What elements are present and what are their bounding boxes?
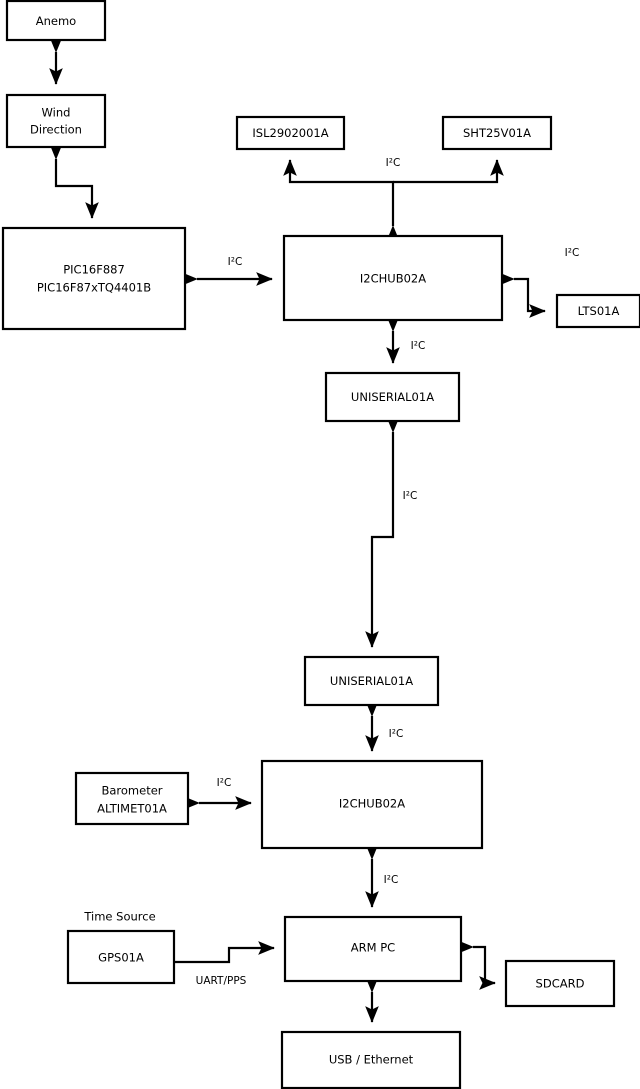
node-pic16f887[interactable]: PIC16F887 PIC16F87xTQ4401B	[1, 226, 187, 331]
node-box[interactable]	[260, 759, 484, 850]
node-label: SDCARD	[536, 977, 585, 991]
node-label: I2CHUB02A	[339, 797, 405, 811]
edge-label-i2c-barometer: I²C	[217, 777, 232, 789]
node-label-line1: Barometer	[101, 784, 162, 798]
edge-label-i2c-lts: I²C	[565, 247, 580, 259]
edge-label-i2c-hub-uniserial: I²C	[411, 340, 426, 352]
node-box[interactable]	[66, 929, 176, 985]
edge-path	[174, 941, 275, 964]
edge-path	[365, 416, 400, 648]
node-label-line2: PIC16F87xTQ4401B	[37, 281, 151, 295]
node-isl2902001a[interactable]: ISL2902001A	[235, 115, 346, 151]
edge-label-i2c-hub2-armpc: I²C	[384, 874, 399, 886]
node-sht25v01a[interactable]: SHT25V01A	[441, 115, 553, 151]
node-barometer-altimet01a[interactable]: Barometer ALTIMET01A	[74, 771, 190, 826]
node-box[interactable]	[282, 234, 504, 322]
node-label-line1: PIC16F887	[63, 263, 125, 277]
edge-armpc-sdcard	[457, 940, 496, 990]
node-label: GPS01A	[98, 951, 144, 965]
node-box[interactable]	[5, 0, 107, 42]
node-box[interactable]	[303, 655, 440, 707]
node-uniserial01a-top[interactable]: UNISERIAL01A	[324, 371, 461, 423]
node-box[interactable]	[280, 1030, 462, 1089]
node-anemo[interactable]: Anemo	[5, 0, 107, 42]
label-time-source: Time Source	[83, 910, 155, 924]
node-box[interactable]	[1, 226, 187, 331]
node-box[interactable]	[504, 959, 616, 1008]
node-sdcard[interactable]: SDCARD	[504, 959, 616, 1008]
edge-label-i2c-long-link: I²C	[403, 490, 418, 502]
node-usb-ethernet[interactable]: USB / Ethernet	[280, 1030, 462, 1089]
edge-wind-direction-pic	[49, 143, 99, 219]
node-label: UNISERIAL01A	[330, 674, 413, 688]
node-label: ISL2902001A	[252, 126, 328, 140]
edge-label-i2c-sensors: I²C	[386, 157, 401, 169]
node-box[interactable]	[324, 371, 461, 423]
node-box[interactable]	[283, 915, 463, 983]
node-box[interactable]	[235, 115, 346, 151]
edge-path	[49, 143, 99, 219]
node-lts01a[interactable]: LTS01A	[555, 293, 640, 329]
node-box[interactable]	[74, 771, 190, 826]
node-label: SHT25V01A	[463, 126, 531, 140]
edge-label-i2c-uniserial-hub2: I²C	[389, 728, 404, 740]
node-label: ARM PC	[351, 941, 395, 955]
node-box[interactable]	[5, 93, 107, 149]
node-gps01a[interactable]: GPS01A	[66, 929, 176, 985]
edge-label-uart-pps: UART/PPS	[196, 975, 247, 987]
node-i2chub02a-top[interactable]: I2CHUB02A	[282, 234, 504, 322]
edge-path-sht	[393, 159, 504, 184]
node-wind-direction[interactable]: Wind Direction	[5, 93, 107, 149]
edge-uniserial-top-uniserial-bottom	[365, 416, 400, 648]
node-label: I2CHUB02A	[360, 272, 426, 286]
edge-hub-top-sensors	[283, 159, 504, 242]
node-box[interactable]	[555, 293, 640, 329]
edge-gps-armpc	[174, 941, 275, 964]
node-label-line2: Direction	[30, 123, 82, 137]
node-label: UNISERIAL01A	[351, 390, 434, 404]
node-arm-pc[interactable]: ARM PC	[283, 915, 463, 983]
node-uniserial01a-bottom[interactable]: UNISERIAL01A	[303, 655, 440, 707]
edge-path	[457, 940, 496, 990]
node-label: LTS01A	[578, 304, 620, 318]
edge-path-isl	[283, 159, 400, 242]
node-label-line2: ALTIMET01A	[97, 802, 167, 816]
edge-hub-top-lts	[498, 272, 546, 318]
node-label-line1: Wind	[42, 106, 71, 120]
node-label: USB / Ethernet	[329, 1053, 414, 1067]
node-label: Anemo	[36, 14, 76, 28]
node-box[interactable]	[441, 115, 553, 151]
edge-path	[498, 272, 546, 318]
edge-label-i2c-pic-hub: I²C	[228, 256, 243, 268]
node-i2chub02a-bottom[interactable]: I2CHUB02A	[260, 759, 484, 850]
